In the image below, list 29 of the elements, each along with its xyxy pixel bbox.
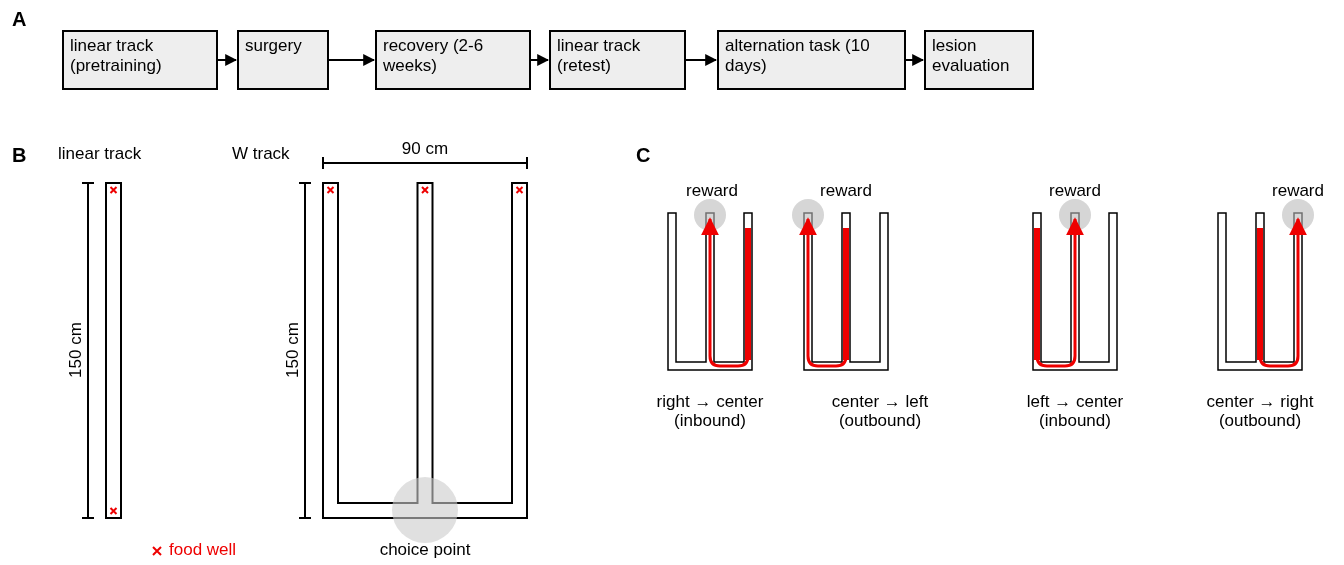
choice-point-label: choice point	[379, 540, 471, 560]
arrow	[685, 54, 718, 66]
process-box: linear track (retest)	[549, 30, 686, 90]
panel-title: W track	[232, 144, 290, 164]
panel-letter: A	[12, 8, 27, 31]
reward-label: reward	[1049, 181, 1101, 201]
reward-label: reward	[1272, 181, 1324, 201]
dimension-label: 90 cm	[401, 139, 449, 159]
process-box: lesion evaluation	[924, 30, 1034, 90]
process-box: linear track (pretraining)	[62, 30, 218, 90]
arrow	[328, 54, 376, 66]
arrow	[905, 54, 925, 66]
panel-title: linear track	[58, 144, 142, 164]
legend-label: food well	[169, 540, 237, 560]
trajectory-caption: center → right (outbound)	[1205, 392, 1315, 430]
reward-label: reward	[820, 181, 872, 201]
process-box: surgery	[237, 30, 329, 90]
panel-letter: C	[636, 144, 651, 167]
dimension-label: 150 cm	[66, 322, 86, 378]
process-box: recovery (2-6 weeks)	[375, 30, 531, 90]
dimension-label: 150 cm	[283, 322, 303, 378]
trajectory-caption: center → left (outbound)	[830, 392, 930, 430]
trajectory-caption: left → center (inbound)	[1025, 392, 1125, 430]
reward-label: reward	[686, 181, 738, 201]
trajectory-caption: right → center (inbound)	[655, 392, 765, 430]
arrow	[530, 54, 550, 66]
process-box: alternation task (10 days)	[717, 30, 906, 90]
panel-letter: B	[12, 144, 27, 167]
arrow	[217, 54, 238, 66]
